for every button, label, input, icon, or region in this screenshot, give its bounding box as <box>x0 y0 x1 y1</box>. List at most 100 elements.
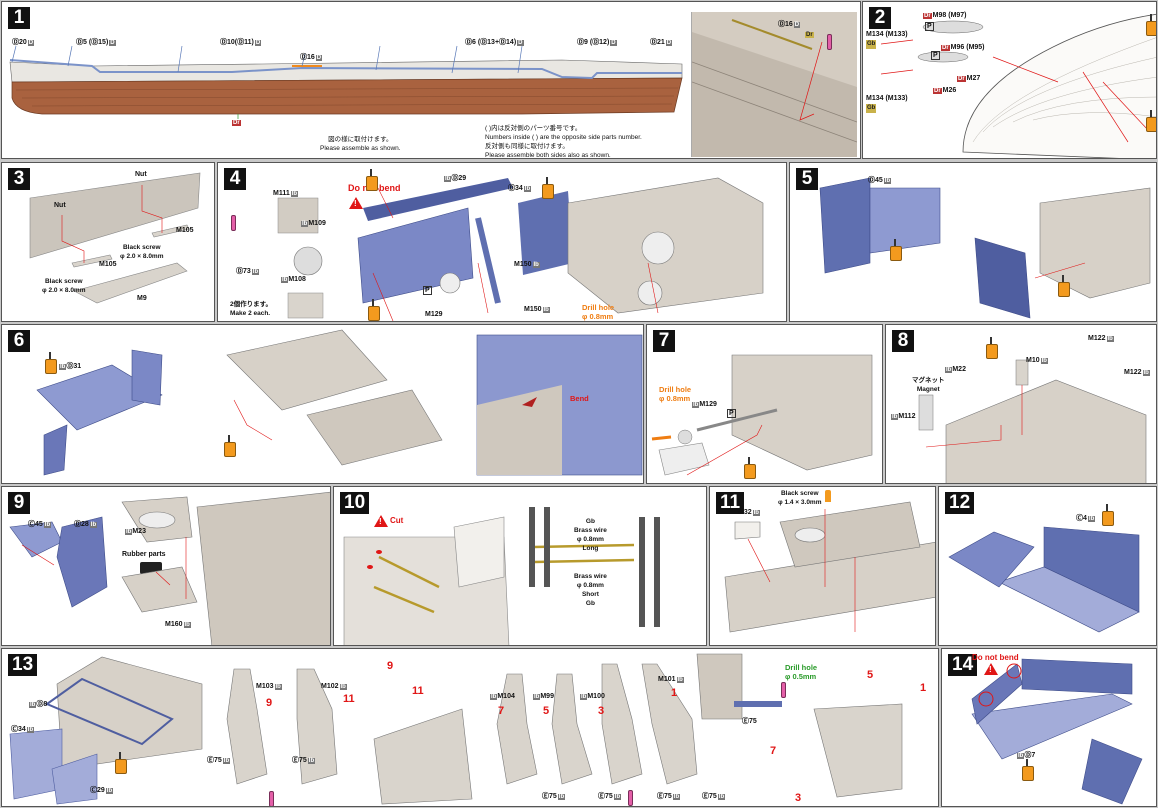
cut-label: Cut <box>390 516 404 525</box>
glue-icon <box>45 352 57 374</box>
step-number: 11 <box>716 492 745 514</box>
funnel-number: 11 <box>412 685 424 697</box>
glue-icon <box>115 752 127 774</box>
bow-diagram <box>880 13 1156 158</box>
platform-diagram <box>948 526 1140 633</box>
part-label-m108: IbM108 <box>281 276 306 283</box>
glue-icon <box>744 457 756 479</box>
funnel-number: 1 <box>920 682 927 694</box>
step-14-panel: 14 Do not bend IbⒹ7 <box>941 648 1157 807</box>
part-label-e7: IbⒹ7 <box>1017 752 1036 759</box>
part-label-e75: Ⓔ75 <box>742 718 757 725</box>
glue-icon <box>1146 110 1156 132</box>
part-label-m9: M9 <box>137 295 147 302</box>
step-number: 9 <box>8 492 30 514</box>
part-label-m134-bottom: M134 (M133)Gb <box>866 95 908 113</box>
part-label-d31: IbⒹ31 <box>59 363 82 370</box>
deck-assembly-diagram <box>36 329 643 476</box>
glue-icon <box>224 435 236 457</box>
warning-icon <box>349 197 363 209</box>
part-label-m134-top: M134 (M133)Gb <box>866 31 908 49</box>
glue-icon <box>1022 759 1034 781</box>
glue-icon <box>366 169 378 191</box>
p-tag: P <box>727 409 736 418</box>
step-number: 6 <box>8 330 30 352</box>
step-number: 3 <box>8 168 30 190</box>
funnel-number: 3 <box>598 705 605 717</box>
step-number: 10 <box>340 492 370 514</box>
pin-icon <box>781 682 786 698</box>
hull-part-tag: Dr <box>232 120 241 126</box>
funnel-number: 7 <box>770 745 777 757</box>
glue-icon <box>1058 275 1070 297</box>
part-label-m22: IbM22 <box>945 366 966 373</box>
step-number: 14 <box>948 654 978 676</box>
part-label-m129: IbM129 <box>692 401 717 408</box>
part-label-d5: Ⓓ5 (Ⓓ15)D <box>76 39 116 46</box>
part-label-d9: Ⓓ9 (Ⓓ12)D <box>577 39 617 46</box>
hull-side-view <box>9 45 683 119</box>
bulkhead-diagram <box>819 177 1151 319</box>
funnel-number: 11 <box>343 693 355 705</box>
detail-gold-tag: Dr <box>805 32 814 38</box>
make-2-note: 2個作ります。Make 2 each. <box>230 301 272 317</box>
step-number: 13 <box>8 654 38 676</box>
step-number: 8 <box>892 330 914 352</box>
boiler-install-diagram <box>724 501 935 633</box>
shaft-diagram <box>651 354 873 476</box>
funnel-number: 7 <box>498 705 505 717</box>
funnel-number: 3 <box>795 792 802 804</box>
part-label-m23: IbM23 <box>125 528 146 535</box>
engine-room-diagram <box>277 177 764 321</box>
warning-icon <box>374 515 388 527</box>
p-tag: P <box>925 22 934 31</box>
screw-icon <box>825 490 831 502</box>
pin-icon <box>231 215 236 231</box>
funnel-number: 1 <box>671 687 678 699</box>
pin-icon <box>827 34 832 50</box>
funnel-uptake-diagram <box>9 653 903 805</box>
pin-icon <box>628 790 633 806</box>
step-number: 2 <box>869 7 891 29</box>
